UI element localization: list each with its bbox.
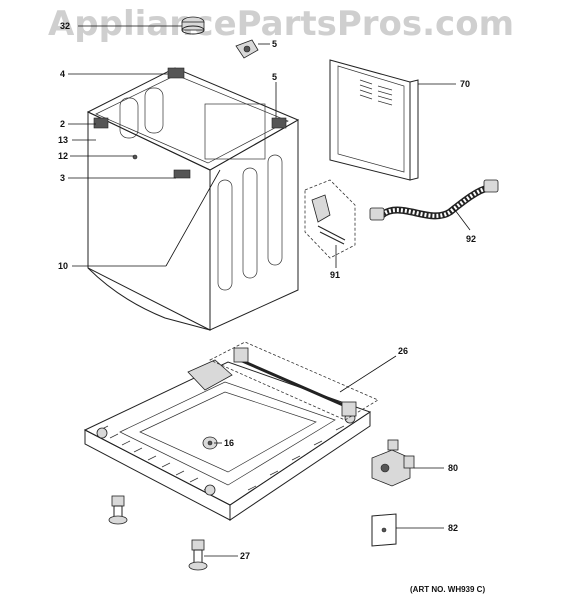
callout-2: 2 — [60, 119, 65, 129]
callout-26: 26 — [398, 346, 408, 356]
part-32-cap — [181, 16, 205, 35]
callout-5-right: 5 — [272, 72, 277, 82]
leader-lines — [68, 25, 471, 557]
callout-3: 3 — [60, 173, 65, 183]
callout-10: 10 — [58, 261, 68, 271]
callout-12: 12 — [58, 151, 68, 161]
part-5-clip — [235, 39, 259, 59]
inlet-hose — [369, 179, 499, 221]
callout-92: 92 — [466, 234, 476, 244]
callout-5-top: 5 — [272, 39, 277, 49]
access-panel — [329, 59, 419, 181]
part-91-group — [304, 179, 356, 259]
washer-base — [83, 359, 372, 521]
callout-91: 91 — [330, 270, 340, 280]
callout-80: 80 — [448, 463, 458, 473]
watermark: AppliancePartsPros.com — [47, 4, 514, 44]
callout-82: 82 — [448, 523, 458, 533]
callout-4: 4 — [60, 69, 65, 79]
part-26-group — [209, 341, 379, 421]
leveling-leg-left — [108, 495, 128, 525]
part-82-plate — [371, 513, 397, 547]
art-number: (ART NO. WH939 C) — [410, 585, 485, 594]
leveling-leg-27 — [188, 539, 208, 571]
cabinet — [86, 67, 300, 331]
callout-27: 27 — [240, 551, 250, 561]
callout-16: 16 — [224, 438, 234, 448]
callout-32: 32 — [60, 21, 70, 31]
callout-70: 70 — [460, 79, 470, 89]
callout-13: 13 — [58, 135, 68, 145]
part-80-valve — [371, 439, 415, 487]
